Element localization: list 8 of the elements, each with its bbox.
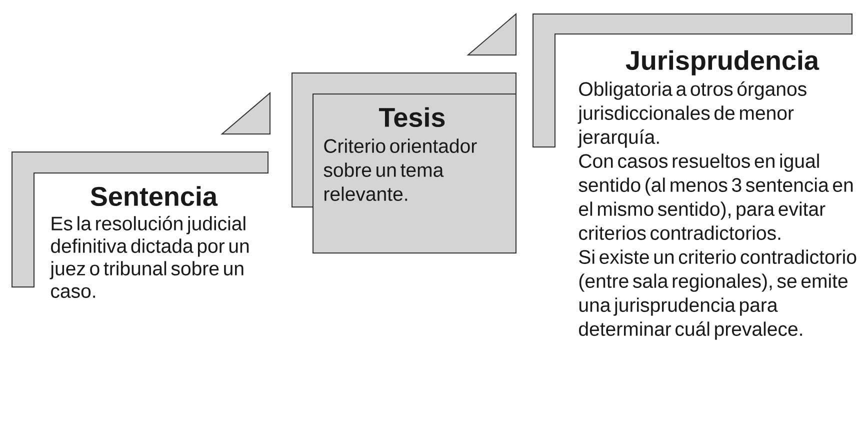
description-text: Criterio orientador sobre un tema relevante. <box>324 138 477 201</box>
heading: Tesis <box>378 107 445 128</box>
description-text: Obligatoria a otros órganos jurisdiccionales de menor jerarquía. <box>578 81 806 148</box>
description-text: Si existe un criterio contradictorio (entre sala regionales), se emite una jurisprudencia para determinar cuál prevalece. <box>579 250 856 340</box>
heading: Jurisprudencia <box>626 50 820 76</box>
heading: Sentencia <box>90 186 218 206</box>
description-text: Es la resolución judicial definitiva dictada por un juez o tribunal sobre un caso. <box>50 216 249 298</box>
description-text: Con casos resueltos en igual sentido (al menos 3 sentencia en el mismo sentido), para evitar criterios contradictorios. <box>578 154 853 240</box>
